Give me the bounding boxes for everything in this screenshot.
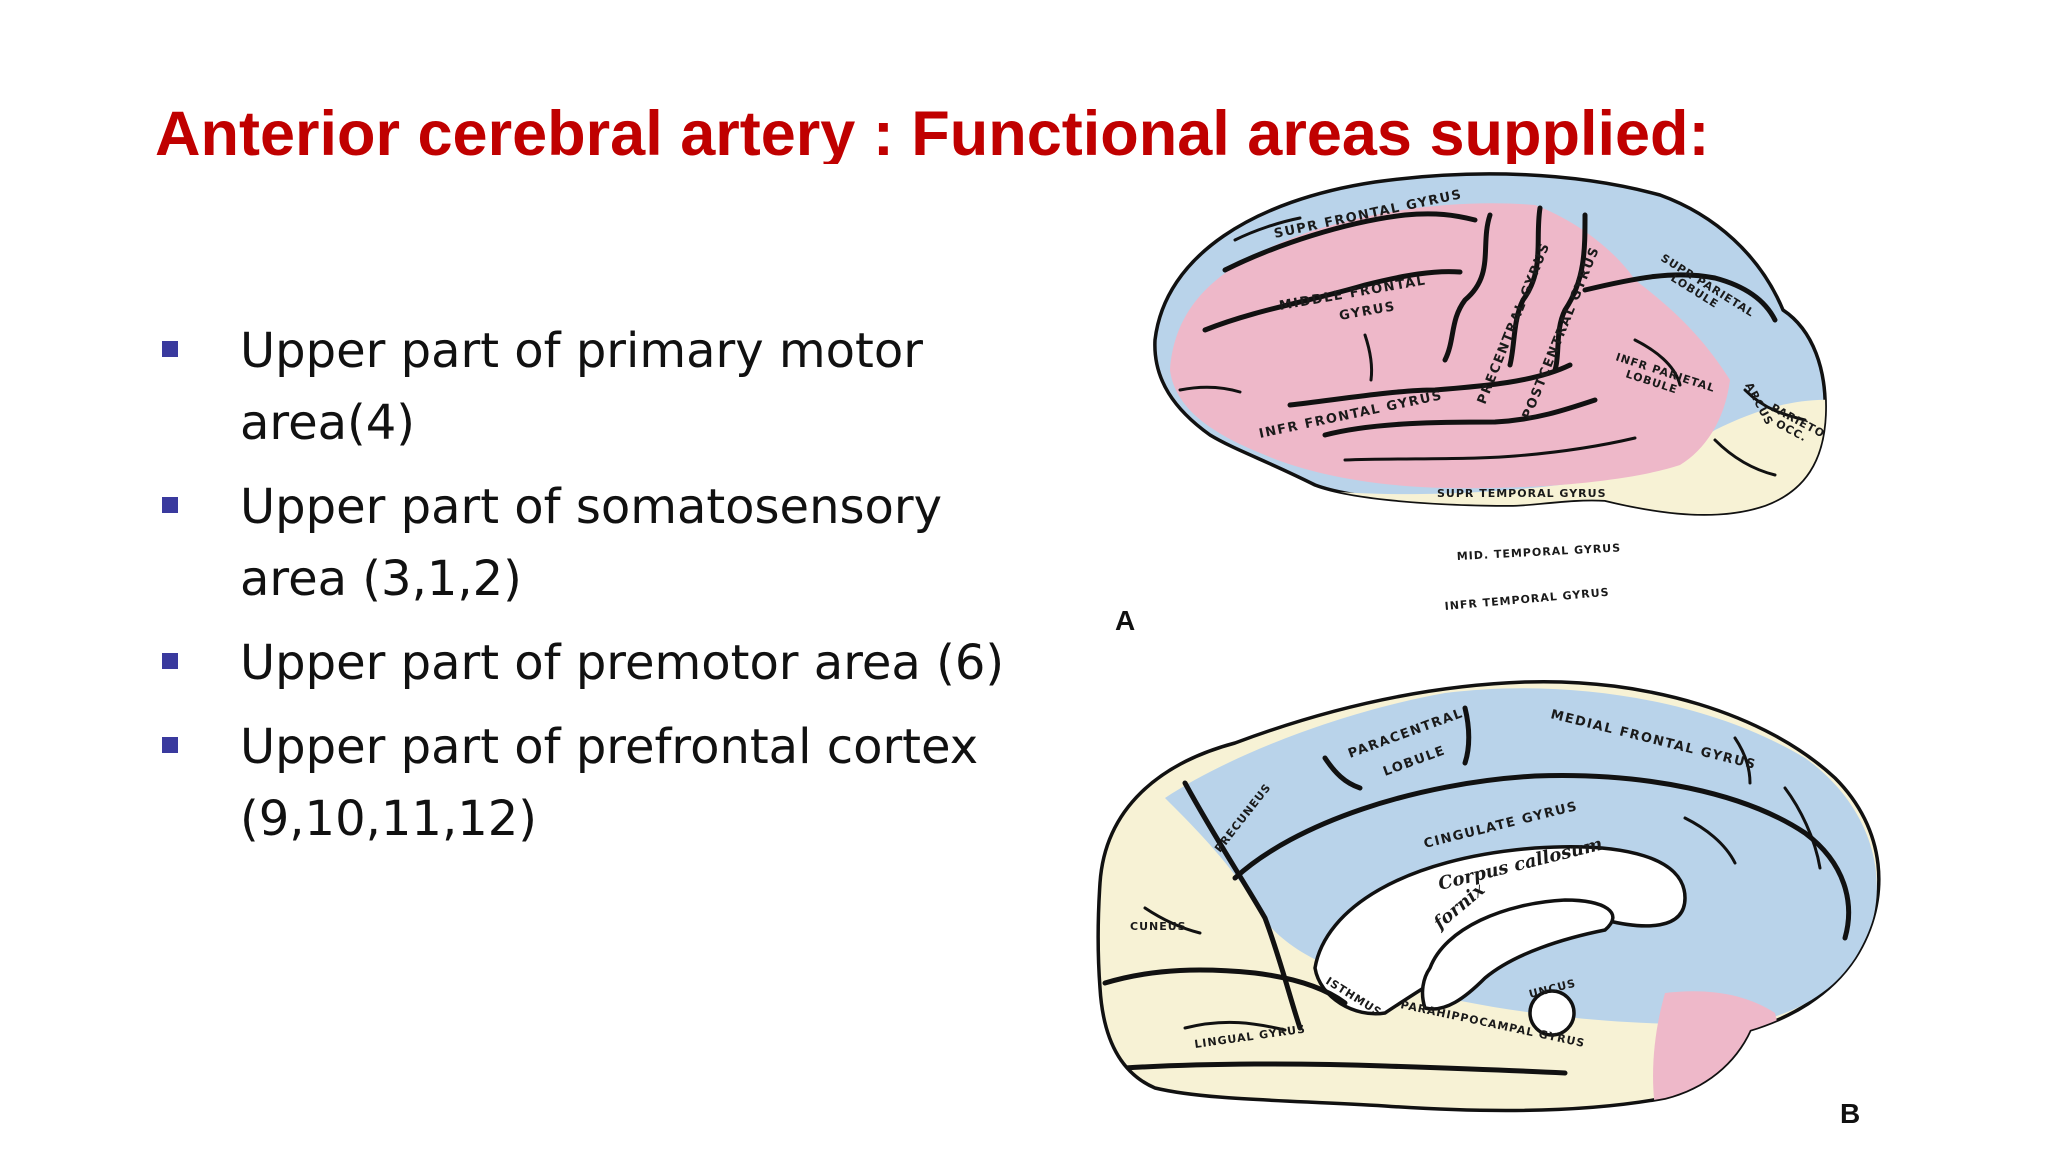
lateral-brain-figure: SUPR FRONTAL GYRUS MIDDLE FRONTAL GYRUS … — [1115, 160, 1885, 660]
uncus-shape — [1528, 989, 1576, 1037]
list-item: Upper part of somatosensory area (3,1,2) — [155, 471, 1035, 615]
bullet-list: Upper part of primary motor area(4) Uppe… — [155, 315, 1035, 867]
panel-label-a: A — [1115, 605, 1135, 636]
medial-brain-illustration: PARACENTRAL LOBULE MEDIAL FRONTAL GYRUS … — [1096, 679, 1881, 1129]
square-bullet-icon — [162, 497, 178, 513]
mca-territory-medial — [1653, 991, 1778, 1108]
slide-title: Anterior cerebral artery : Functional ar… — [155, 99, 1710, 164]
square-bullet-icon — [162, 653, 178, 669]
square-bullet-icon — [162, 341, 178, 357]
bullet-text: Upper part of somatosensory area (3,1,2) — [240, 479, 943, 607]
list-item: Upper part of primary motor area(4) — [155, 315, 1035, 459]
medial-brain-figure: PARACENTRAL LOBULE MEDIAL FRONTAL GYRUS … — [1085, 668, 1915, 1136]
panel-label-b: B — [1840, 1098, 1860, 1129]
bullet-text: Upper part of premotor area (6) — [240, 635, 1005, 691]
lateral-brain-illustration: SUPR FRONTAL GYRUS MIDDLE FRONTAL GYRUS … — [1115, 172, 1827, 636]
label-sup-temporal-gyrus: SUPR TEMPORAL GYRUS — [1437, 487, 1607, 500]
bullet-text: Upper part of primary motor area(4) — [240, 323, 923, 451]
list-item: Upper part of premotor area (6) — [155, 627, 1035, 699]
label-mid-temporal-gyrus: MID. TEMPORAL GYRUS — [1456, 541, 1621, 563]
list-item: Upper part of prefrontal cortex (9,10,11… — [155, 711, 1035, 855]
square-bullet-icon — [162, 737, 178, 753]
fornix-shape — [1420, 898, 1615, 1011]
label-cuneus: CUNEUS — [1130, 920, 1187, 933]
label-inf-temporal-gyrus: INFR TEMPORAL GYRUS — [1444, 586, 1610, 613]
bullet-text: Upper part of prefrontal cortex (9,10,11… — [240, 719, 979, 847]
